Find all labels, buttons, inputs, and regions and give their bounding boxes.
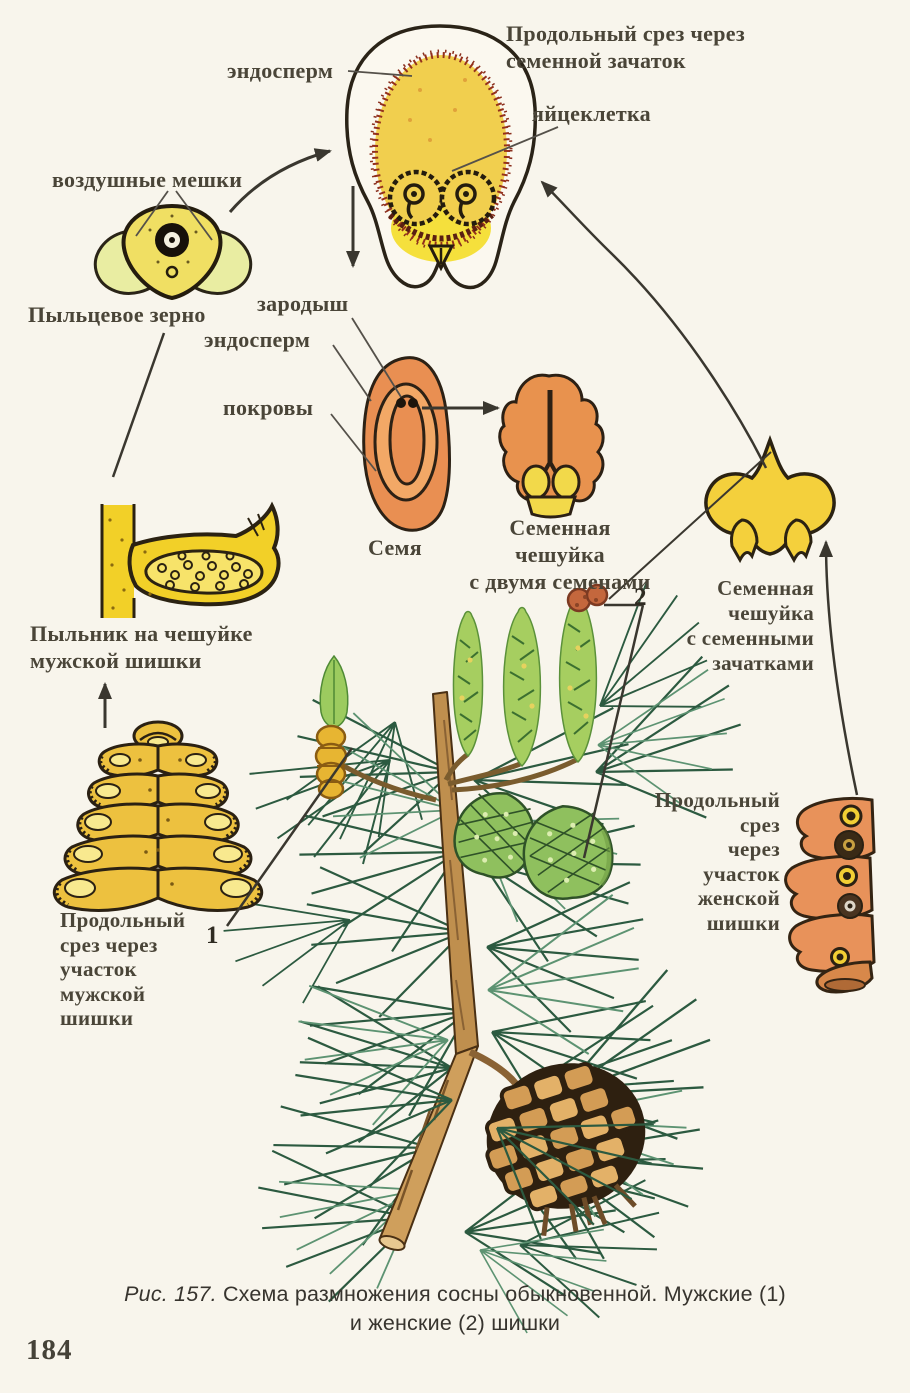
seed-drawing	[362, 356, 451, 532]
label-seed-scale-ovules: Семенная чешуйка с семенными зачатками	[642, 576, 814, 676]
marker-2: 2	[634, 584, 647, 611]
ovule-section-title-line2: семенной зачаток	[506, 48, 686, 73]
female-cone-line1: Продольный	[654, 788, 780, 812]
scale-ovules-line1: Семенная	[717, 576, 814, 600]
pine-needles	[217, 573, 780, 1346]
seed-scale-two-seeds-drawing	[498, 373, 605, 519]
anther-line1: Пыльник на чешуйке	[30, 621, 253, 646]
male-cone-cluster	[314, 654, 349, 800]
label-female-cone-section: Продольный срез через участок женской ши…	[600, 788, 780, 935]
label-anther: Пыльник на чешуйке мужской шишки	[30, 620, 253, 674]
page-number: 184	[26, 1334, 73, 1366]
male-cone-section-drawing	[52, 720, 264, 912]
male-cone-line5: шишки	[60, 1006, 134, 1030]
female-cone-section-drawing	[784, 796, 876, 994]
pollen-grain-drawing	[93, 203, 253, 301]
female-cone-line3: через	[727, 837, 780, 861]
ovule-section-title-line1: Продольный срез через	[506, 21, 745, 46]
anther-line2: мужской шишки	[30, 648, 202, 673]
green-cones	[453, 792, 614, 900]
label-seed-scale-two-seeds: Семенная чешуйка с двумя семенами	[440, 514, 680, 595]
label-air-sacs: воздушные мешки	[52, 167, 243, 192]
label-endosperm-mid: эндосперм	[204, 327, 311, 352]
caption-line2: и женские (2) шишки	[349, 1311, 561, 1335]
scale-ovules-line4: зачатками	[712, 651, 814, 675]
female-cone-line5: женской	[697, 886, 780, 910]
scale-ovules-line3: с семенными	[686, 626, 814, 650]
label-embryo: зародыш	[257, 291, 349, 316]
label-pollen-grain: Пыльцевое зерно	[28, 302, 206, 327]
male-cone-line3: участок	[60, 957, 137, 981]
caption-figure-number: Рис. 157.	[124, 1282, 217, 1306]
caption-line1: Рис. 157. Схема размножения сосны обыкно…	[90, 1280, 820, 1309]
scale-two-seeds-line2: чешуйка	[515, 542, 605, 567]
marker-1: 1	[206, 922, 219, 949]
scale-two-seeds-line1: Семенная	[509, 515, 611, 540]
label-seed: Семя	[368, 535, 423, 560]
label-egg-cell: яйцеклетка	[532, 101, 651, 126]
anther-drawing	[100, 501, 281, 618]
ovule-section-drawing	[345, 24, 537, 290]
label-integuments: покровы	[223, 395, 314, 420]
male-cone-line4: мужской	[60, 981, 146, 1006]
label-endosperm-top: эндосперм	[227, 58, 334, 83]
label-male-cone-section: Продольный срез через участок мужской ши…	[60, 908, 185, 1031]
ovule-section-title: Продольный срез через семенной зачаток	[506, 20, 745, 74]
female-cone-line6: шишки	[706, 910, 780, 935]
mature-cone	[484, 1061, 646, 1237]
female-cone-line4: участок	[703, 861, 780, 886]
caption-text: Схема размножения сосны обыкновенной. Му…	[222, 1282, 786, 1306]
label-leader-lines	[135, 70, 559, 472]
seed-scale-ovules-drawing	[704, 435, 836, 564]
scale-ovules-line2: чешуйка	[728, 601, 814, 625]
scale-two-seeds-line3: с двумя семенами	[469, 569, 651, 594]
male-cone-line2: срез через	[60, 932, 158, 957]
young-female-cone	[566, 583, 609, 613]
female-cone-line2: срез	[740, 812, 780, 837]
pine-branch	[338, 691, 578, 1251]
cycle-arrows	[98, 148, 859, 927]
figure-caption: Рис. 157. Схема размножения сосны обыкно…	[90, 1280, 820, 1338]
young-shoots	[452, 594, 598, 768]
male-cone-line1: Продольный	[60, 908, 186, 932]
